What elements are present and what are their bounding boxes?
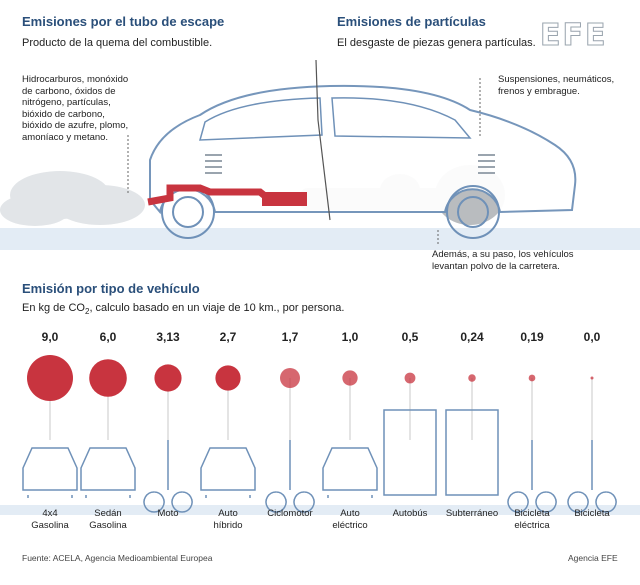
value-label: 2,7 [219,330,237,344]
value-label: 1,7 [281,330,299,344]
category-label-line: Sedán [94,508,122,519]
bubble-point [404,372,416,384]
annotation-line: bióxido de azufre, plomo, [22,120,129,131]
efe-logo: EFE [539,18,608,54]
category-label-line: eléctrica [514,520,550,531]
annotation-line: Suspensiones, neumáticos, [498,74,615,85]
value-label: 3,13 [156,330,180,344]
vehicle-icon [22,447,78,498]
chart-subtitle-text: En kg de CO [22,302,85,314]
vehicle-icon [80,447,136,498]
annotation-line: levantan polvo de la carretera. [432,260,560,272]
category-label-line: Subterráneo [445,508,499,519]
vehicle-icon [507,440,557,513]
exhaust-subtitle: Producto de la quema del combustible. [22,37,213,49]
annotation-line: Además, a su paso, los vehículos [432,249,574,260]
annotation-line: de carbono, óxidos de [22,85,116,97]
vehicle-icon [143,440,193,513]
category-label-line: Ciclomotor [267,508,313,519]
category-label: Autobús [375,508,445,520]
category-label: Moto [133,508,203,520]
value-label: 0,0 [583,330,601,344]
exhaust-smoke [0,171,145,226]
annotation-line: frenos y embrague. [498,85,580,97]
vehicle-icon [265,440,315,513]
annotation-line: nitrógeno, partículas, [22,97,111,108]
value-label: 6,0 [99,330,117,344]
bubble-point [27,355,73,401]
bubble-point [590,376,594,380]
value-label: 0,5 [401,330,419,344]
category-label-line: Gasolina [31,520,69,531]
particles-title: Emisiones de partículas [337,14,486,29]
category-label-line: Gasolina [89,520,127,531]
chart-subtitle-text-2: , calculo basado en un viaje de 10 km., … [89,302,345,314]
parts-annotation: Suspensiones, neumáticos, frenos y embra… [498,74,614,97]
category-label-line: Bicicleta [514,508,550,519]
vehicle-icon [567,440,617,513]
bubble-point [280,368,300,388]
vehicle-icon [445,409,499,496]
annotation-line: bióxido de carbono, [22,108,105,120]
value-label: 1,0 [341,330,359,344]
bubble-point [528,374,536,382]
value-label: 9,0 [41,330,59,344]
value-label: 0,24 [460,330,484,344]
dust-annotation: Además, a su paso, los vehículos levanta… [432,249,574,272]
category-label-line: 4x4 [42,508,58,519]
category-label-line: Auto [218,508,238,519]
car-illustration [0,60,640,250]
category-label-line: Autobús [392,508,428,519]
bubble-point [215,365,241,391]
vehicle-icon [383,409,437,496]
vehicle-icon [322,447,378,498]
bubble-point [342,370,358,386]
exhaust-annotation: Hidrocarburos, monóxido de carbono, óxid… [22,74,128,143]
bubble-point [154,364,182,392]
category-label: Ciclomotor [255,508,325,520]
category-label-line: eléctrico [332,520,368,531]
category-label-line: híbrido [213,520,243,531]
annotation-line: Hidrocarburos, monóxido [22,74,129,85]
vehicle-icon [200,447,256,498]
value-label: 0,19 [520,330,544,344]
category-label: Bicicleta [557,508,627,520]
bubble-point [468,374,476,382]
category-label: Subterráneo [437,508,507,520]
particles-subtitle: El desgaste de piezas genera partículas. [337,37,536,49]
credit-note: Agencia EFE [568,553,618,563]
chart-subtitle-subscript: 2 [84,307,90,317]
road-band [0,505,640,515]
chart-subtitle: En kg de CO2, calculo basado en un viaje… [22,302,344,316]
bubble-point [89,359,127,397]
category-label-line: Moto [157,508,179,519]
annotation-line: amoníaco y metano. [22,131,109,143]
exhaust-title: Emisiones por el tubo de escape [22,14,225,29]
bubble-chart [0,355,640,515]
chart-title: Emisión por tipo de vehículo [22,281,200,296]
source-note: Fuente: ACELA, Agencia Medioambiental Eu… [22,553,213,563]
rear-wheel [446,185,500,239]
category-label-line: Auto [340,508,360,519]
category-label-line: Bicicleta [574,508,610,519]
